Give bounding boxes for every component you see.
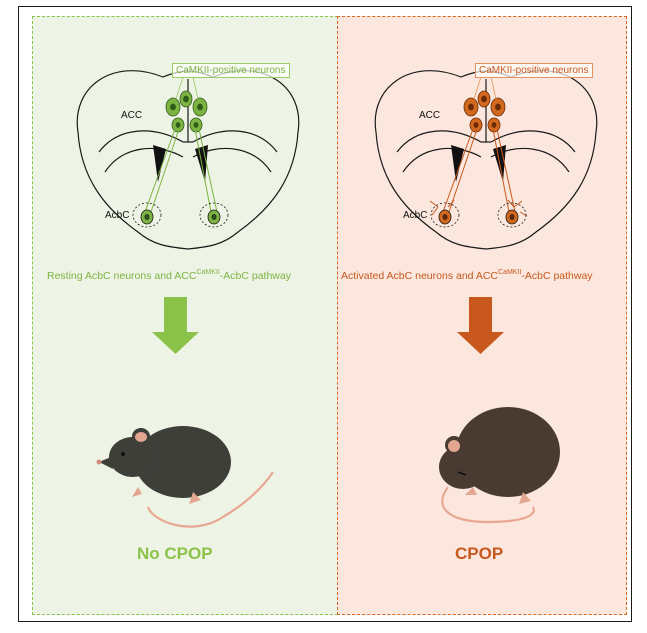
resting-illustration (76, 70, 300, 528)
activated-illustration (374, 70, 598, 524)
callout-leader-lines (473, 76, 497, 100)
acc-region-label: ACC (419, 110, 441, 121)
caption-prefix: Activated AcbC neurons and ACC (341, 270, 499, 282)
camkii-neurons-callout: CaMKII-positive neurons (475, 63, 593, 78)
acbc-neuron-right (199, 202, 229, 228)
activated-panel: CaMKII-positive neurons ACC AcbC Activat… (337, 16, 627, 615)
acbc-region-label: AcbC (403, 210, 428, 221)
caption-suffix: -AcbC pathway (521, 270, 593, 282)
caption-superscript: CaMKII (498, 269, 522, 276)
brain-section-icon (374, 70, 598, 250)
acc-region-label: ACC (121, 110, 143, 121)
mouse-icon (96, 426, 274, 528)
acbc-neuron-right (497, 202, 527, 228)
camkii-neurons-callout: CaMKII-positive neurons (172, 63, 290, 78)
brain-section-icon (76, 70, 300, 250)
figure-frame: CaMKII-positive neurons ACC AcbC Resting… (18, 6, 632, 622)
acbc-neuron-left (132, 202, 162, 228)
projection-pathways (429, 128, 528, 217)
activated-pathway-caption: Activated AcbC neurons and ACCCaMKII-Acb… (341, 269, 593, 282)
down-arrow-icon (152, 297, 199, 354)
callout-leader-lines (175, 76, 199, 100)
acbc-region-label: AcbC (105, 210, 130, 221)
acc-neuron-cluster (165, 90, 208, 133)
acbc-neuron-left (430, 202, 460, 228)
caption-superscript: CaMKII (196, 269, 220, 276)
projection-pathways (144, 128, 218, 213)
resting-panel: CaMKII-positive neurons ACC AcbC Resting… (32, 16, 338, 615)
hunched-mouse-icon (439, 407, 560, 524)
caption-suffix: -AcbC pathway (219, 270, 291, 282)
ventricle-shapes (451, 145, 506, 182)
down-arrow-icon (457, 297, 504, 354)
ventricle-shapes (153, 145, 208, 182)
resting-pathway-caption: Resting AcbC neurons and ACCCaMKII-AcbC … (47, 269, 291, 282)
acc-neuron-cluster (463, 90, 506, 133)
caption-prefix: Resting AcbC neurons and ACC (47, 270, 197, 282)
cpop-label: CPOP (455, 544, 504, 563)
no-cpop-label: No CPOP (137, 544, 213, 563)
